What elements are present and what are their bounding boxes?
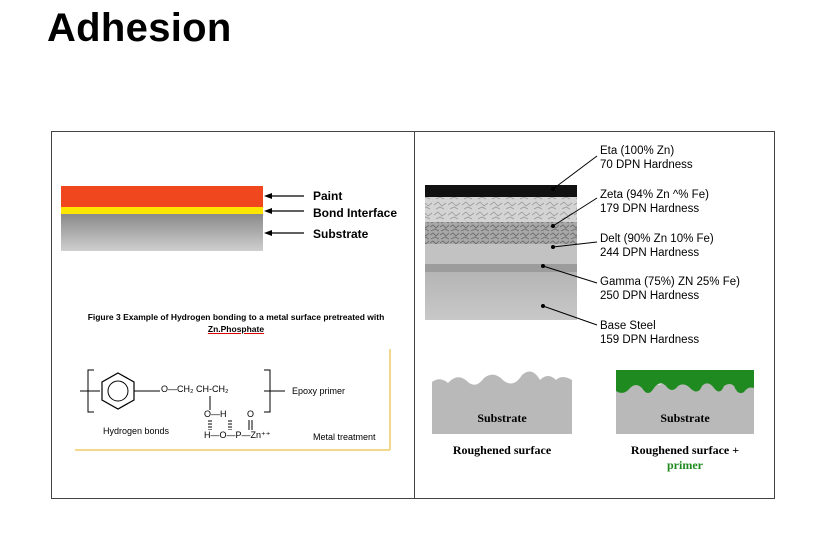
zinc-layer-hardness: 70 DPN Hardness [600, 159, 693, 171]
o-double: O [247, 409, 255, 419]
zinc-layer-eta: Eta (100% Zn) 70 DPN Hardness [600, 144, 693, 172]
roughened-surface-caption: Roughened surface [452, 443, 552, 457]
zinc-layer-name: Delt (90% Zn 10% Fe) [600, 233, 714, 245]
figure-frame [51, 131, 775, 499]
zinc-layer-name: Eta (100% Zn) [600, 145, 675, 157]
zinc-layer-zeta: Zeta (94% Zn ^% Fe) 179 DPN Hardness [600, 188, 709, 216]
zinc-leader-dots [541, 187, 555, 308]
zinc-layer-hardness: 159 DPN Hardness [600, 334, 700, 346]
paint-layer [61, 186, 263, 207]
figure3-caption-line2: Zn.Phosphate [207, 324, 265, 334]
panel-divider [414, 131, 415, 499]
zinc-layer-hardness: 244 DPN Hardness [600, 247, 700, 259]
zinc-layer-base-steel: Base Steel 159 DPN Hardness [600, 319, 699, 347]
zinc-micrograph [425, 136, 747, 348]
slide-title: Adhesion [47, 6, 232, 50]
oh-group: O—H [204, 409, 227, 419]
chem-diagram [75, 349, 391, 451]
metal-treatment-label: Metal treatment [313, 432, 376, 442]
zinc-layer-hardness: 250 DPN Hardness [600, 290, 700, 302]
zinc-leader-lines [542, 155, 598, 326]
left-substrate-label: Substrate [477, 411, 527, 425]
zinc-layer-hardness: 179 DPN Hardness [600, 203, 700, 215]
zinc-layer-name: Base Steel [600, 320, 656, 332]
roughened-primer-caption: Roughened surface + [630, 443, 740, 457]
layer-stack [61, 186, 263, 251]
substrate-layer [61, 214, 263, 251]
zinc-layer-delt: Delt (90% Zn 10% Fe) 244 DPN Hardness [600, 232, 714, 260]
zinc-layer-gamma: Gamma (75%) ZN 25% Fe) 250 DPN Hardness [600, 275, 740, 303]
hop-chain: H—O—P—Zn⁺⁺ [204, 430, 271, 440]
figure3-caption: Figure 3 Example of Hydrogen bonding to … [56, 311, 416, 335]
substrate-label: Substrate [313, 227, 369, 241]
right-substrate-label: Substrate [660, 411, 710, 425]
bond-interface-layer [61, 207, 263, 214]
roughened-surface-right [616, 370, 754, 434]
zinc-layer-name: Gamma (75%) ZN 25% Fe) [600, 276, 740, 288]
roughened-surface-left [432, 371, 572, 434]
chain-formula: O—CH₂ CH-CH₂ [161, 384, 229, 394]
layer-arrows [268, 195, 304, 234]
arrowheads [264, 193, 272, 236]
bond-interface-label: Bond Interface [313, 206, 398, 220]
hydrogen-bonds-label: Hydrogen bonds [103, 426, 170, 436]
figure3-caption-line1: Figure 3 Example of Hydrogen bonding to … [87, 312, 385, 322]
epoxy-primer-label: Epoxy primer [292, 386, 346, 396]
paint-label: Paint [313, 189, 343, 203]
primer-caption: primer [667, 458, 703, 472]
zinc-layer-name: Zeta (94% Zn ^% Fe) [600, 189, 709, 201]
